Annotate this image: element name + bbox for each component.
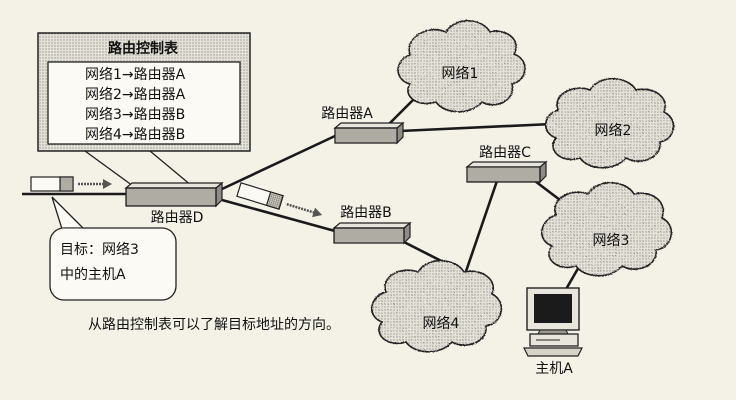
packet-outgoing xyxy=(236,182,323,218)
host-a: 主机A xyxy=(523,287,583,377)
routing-table-body xyxy=(47,61,241,145)
network-1-label: 网络1 xyxy=(442,66,479,82)
router-c: 路由器C xyxy=(465,145,548,184)
network-3-cloud: 网络3 xyxy=(541,181,673,277)
router-b-label: 路由器B xyxy=(340,205,392,221)
destination-callout: 目标：网络3 中的主机A xyxy=(49,196,177,301)
link-d-a xyxy=(221,134,336,191)
link-a-net2 xyxy=(399,122,553,133)
network-3-label: 网络3 xyxy=(593,233,630,249)
network-2-cloud: 网络2 xyxy=(544,77,675,169)
routing-table-title: 路由控制表 xyxy=(108,40,179,57)
routing-table-row: 网络3→路由器B xyxy=(85,107,185,123)
diagram-caption: 从路由控制表可以了解目标地址的方向。 xyxy=(88,317,340,333)
routing-table-row: 网络2→路由器A xyxy=(85,87,186,103)
network-2-label: 网络2 xyxy=(595,123,632,139)
routing-table: 路由控制表 网络1→路由器A 网络2→路由器A 网络3→路由器B 网络4→路由器… xyxy=(37,32,251,152)
router-d: 路由器D xyxy=(124,181,224,226)
link-net3-host xyxy=(563,264,582,292)
router-a: 路由器A xyxy=(321,106,405,145)
table-pointer-lines xyxy=(84,150,193,187)
routing-table-row: 网络4→路由器B xyxy=(85,127,185,143)
packet-incoming xyxy=(30,176,112,192)
host-a-label: 主机A xyxy=(535,361,573,377)
router-b: 路由器B xyxy=(332,205,412,245)
network-4-label: 网络4 xyxy=(423,316,460,332)
link-d-b xyxy=(221,198,336,233)
network-1-cloud: 网络1 xyxy=(397,19,526,113)
router-a-label: 路由器A xyxy=(321,106,373,122)
router-d-label: 路由器D xyxy=(151,210,204,226)
network-4-cloud: 网络4 xyxy=(371,259,503,353)
callout-line-1: 目标：网络3 xyxy=(60,242,139,258)
routing-table-row: 网络1→路由器A xyxy=(85,67,186,83)
link-c-net4 xyxy=(460,177,500,284)
router-c-label: 路由器C xyxy=(479,145,531,161)
callout-line-2: 中的主机A xyxy=(60,267,126,283)
